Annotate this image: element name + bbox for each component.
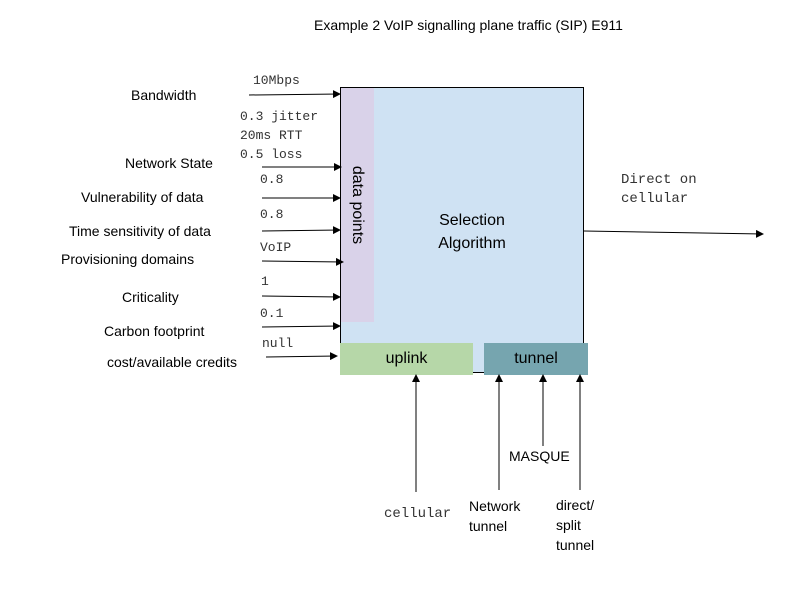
arrow-provisioning <box>261 257 344 266</box>
value-cost: null <box>262 336 294 351</box>
label-bandwidth: Bandwidth <box>131 87 197 103</box>
tunnel-box: tunnel <box>484 343 588 375</box>
bottom-label-cellular: cellular <box>384 506 452 522</box>
selection-line-2: Algorithm <box>438 235 506 252</box>
diagram-title: Example 2 VoIP signalling plane traffic … <box>314 17 623 33</box>
value-rtt: 20ms RTT <box>240 128 303 143</box>
value-loss: 0.5 loss <box>240 147 303 162</box>
direct-line-3: tunnel <box>556 537 595 553</box>
value-jitter: 0.3 jitter <box>240 109 319 124</box>
direct-line-2: split <box>556 517 581 533</box>
arrow-time-sensitivity <box>261 226 341 235</box>
output-line-1: Direct on <box>621 172 697 188</box>
value-provisioning: VoIP <box>260 240 292 255</box>
value-carbon: 0.1 <box>260 306 284 321</box>
arrow-cost <box>265 352 338 361</box>
network-tunnel-line-1: Network <box>469 498 521 514</box>
network-tunnel-line-2: tunnel <box>469 518 508 534</box>
label-vulnerability: Vulnerability of data <box>81 189 204 205</box>
bottom-label-direct-split-tunnel: direct/ split tunnel <box>556 495 594 555</box>
bottom-label-network-tunnel: Network tunnel <box>469 496 520 536</box>
label-criticality: Criticality <box>122 289 179 305</box>
value-criticality: 1 <box>261 274 269 289</box>
label-carbon-footprint: Carbon footprint <box>104 323 205 339</box>
tunnel-label: tunnel <box>514 350 558 367</box>
selection-algorithm-label: Selection Algorithm <box>433 209 511 255</box>
uplink-box: uplink <box>340 343 473 375</box>
label-cost: cost/available credits <box>107 354 237 370</box>
value-time-sensitivity: 0.8 <box>260 207 284 222</box>
value-vulnerability: 0.8 <box>260 172 284 187</box>
output-label: Direct on cellular <box>621 171 697 209</box>
direct-line-1: direct/ <box>556 497 595 513</box>
bottom-label-masque: MASQUE <box>509 448 570 464</box>
label-provisioning-domains: Provisioning domains <box>61 251 195 267</box>
value-bandwidth: 10Mbps <box>253 73 300 88</box>
data-points-bar <box>341 88 374 322</box>
arrow-criticality <box>261 292 341 301</box>
label-time-sensitivity: Time sensitivity of data <box>69 223 211 239</box>
label-network-state: Network State <box>125 155 213 171</box>
arrow-carbon <box>261 322 341 331</box>
output-line-2: cellular <box>621 191 689 207</box>
selection-algorithm-box <box>340 87 584 373</box>
arrow-bandwidth <box>248 90 341 99</box>
selection-line-1: Selection <box>439 212 505 229</box>
uplink-label: uplink <box>385 350 428 367</box>
arrow-output <box>583 229 764 238</box>
